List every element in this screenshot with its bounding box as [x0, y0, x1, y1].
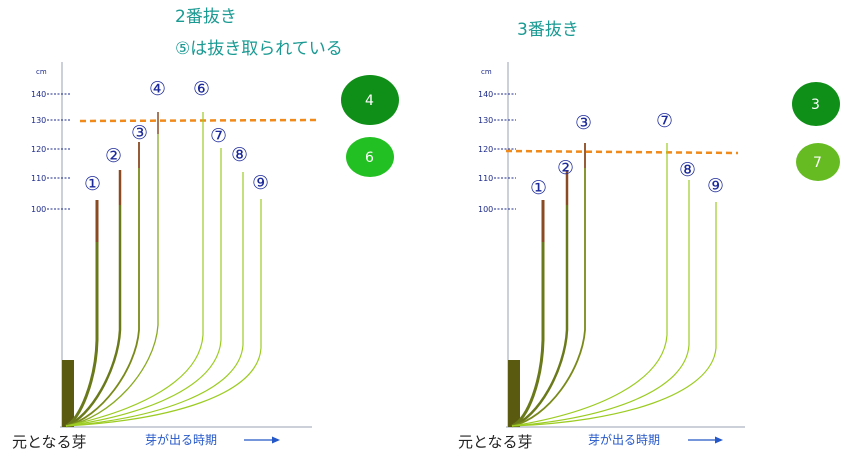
left-stem-label: ⑨ [252, 172, 269, 194]
left-stems [65, 112, 262, 428]
left-stem-8 [65, 172, 244, 427]
right-stem-label: ⑦ [656, 110, 673, 132]
right-origin-bud [508, 360, 520, 427]
left-tick-label: 130 [31, 116, 46, 125]
left-stem-label: ⑦ [210, 125, 227, 147]
left-badge-4 [341, 75, 399, 125]
left-stem-label: ③ [131, 122, 148, 144]
left-stem-4 [65, 134, 159, 427]
left-stem-label: ⑥ [193, 78, 210, 100]
right-cut-height-line [505, 149, 739, 155]
left-tick-label: 100 [31, 205, 46, 214]
right-tick-label: 110 [478, 174, 493, 183]
left-subtitle: ⑤は抜き取られている [175, 39, 343, 59]
right-title: 3番抜き [517, 20, 579, 40]
right-badges: 3 7 [792, 82, 840, 181]
right-badge-label: 3 [811, 97, 820, 113]
left-stem-1 [65, 242, 99, 428]
right-badge-label: 7 [813, 155, 822, 171]
right-time-axis-label: 芽が出る時期 [588, 432, 660, 447]
right-tick-label: 130 [478, 116, 493, 125]
right-stem-labels: ① ② ③ ⑦ ⑧ ⑨ [530, 110, 724, 199]
right-stem-7 [511, 143, 668, 427]
left-badge-6 [346, 137, 394, 177]
left-stem-6 [65, 112, 204, 427]
right-badge-7 [796, 143, 840, 181]
left-stem-label: ⑧ [231, 144, 248, 166]
left-stem-2 [65, 205, 122, 428]
right-stem-2 [511, 205, 569, 428]
left-stem-label: ④ [149, 78, 166, 100]
right-arrow-icon [715, 436, 723, 444]
left-tick-label: 140 [31, 90, 46, 99]
right-stem-8 [511, 180, 690, 427]
left-unit-label: cm [36, 68, 47, 76]
right-badge-3 [792, 82, 840, 126]
left-stem-label: ① [84, 173, 101, 195]
right-stem-label: ② [557, 157, 574, 179]
right-stem-label: ⑧ [679, 159, 696, 181]
right-stems [511, 143, 717, 428]
left-ticks: 140 130 120 110 100 [31, 90, 70, 214]
left-stem-7 [65, 148, 222, 427]
right-unit-label: cm [481, 68, 492, 76]
right-origin-label: 元となる芽 [458, 433, 533, 451]
left-origin-label: 元となる芽 [12, 433, 87, 451]
right-stem-9 [511, 202, 717, 427]
left-time-axis-label: 芽が出る時期 [145, 432, 217, 447]
right-tick-label: 100 [478, 205, 493, 214]
left-origin-bud [62, 360, 74, 427]
right-stem-3 [511, 168, 586, 427]
right-stem-label: ⑨ [707, 175, 724, 197]
right-stem-label: ① [530, 177, 547, 199]
left-cut-height-line [79, 118, 321, 123]
left-tick-label: 120 [31, 145, 46, 154]
left-title: 2番抜き [175, 7, 237, 27]
right-tick-label: 140 [478, 90, 493, 99]
left-stem-9 [65, 199, 262, 427]
right-panel: 3番抜き cm 140 130 120 110 100 [458, 20, 840, 451]
left-tick-label: 110 [31, 174, 46, 183]
left-stem-3 [65, 168, 140, 427]
right-ticks: 140 130 120 110 100 [478, 90, 516, 214]
left-badge-label: 6 [365, 150, 374, 166]
right-tick-label: 120 [478, 145, 493, 154]
left-stem-label: ② [105, 145, 122, 167]
left-stem-labels: ① ② ③ ④ ⑥ ⑦ ⑧ ⑨ [84, 78, 269, 195]
left-arrow-icon [272, 436, 280, 444]
left-badges: 4 6 [341, 75, 399, 177]
right-stem-label: ③ [575, 112, 592, 134]
left-badge-label: 4 [365, 93, 374, 109]
left-panel: 2番抜き ⑤は抜き取られている cm 140 130 120 110 100 [12, 7, 399, 451]
